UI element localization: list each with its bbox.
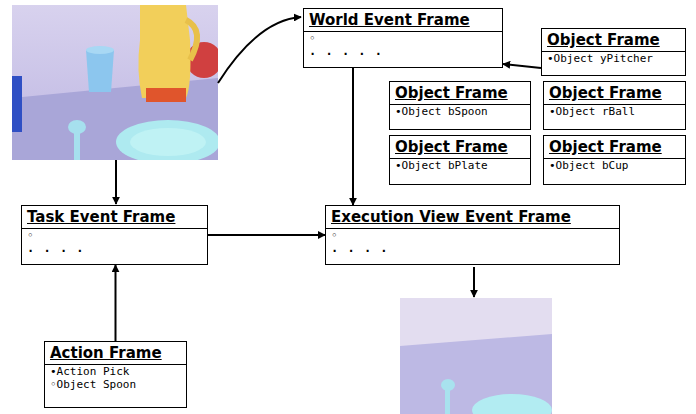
object-frame: Object Frame•Object bCup xyxy=(543,135,686,185)
object-frame: Object Frame•Object bPlate xyxy=(389,135,531,185)
scene-photo xyxy=(12,5,218,160)
frame-heading: Object Frame xyxy=(390,136,530,159)
frame-slot: ◦ xyxy=(304,32,502,45)
frame-arrow xyxy=(115,265,117,341)
frame-slot: •Object rBall xyxy=(544,105,685,118)
frame-slot: ◦ xyxy=(326,229,619,242)
frame-heading: Object Frame xyxy=(390,82,530,105)
frame-slot: •Object bCup xyxy=(544,159,685,172)
execution-view-photo xyxy=(400,298,552,414)
feed-arrow xyxy=(218,17,301,83)
frame-heading: Object Frame xyxy=(544,82,685,105)
event-frame: Task Event Frame◦. . . . xyxy=(21,205,208,265)
event-frame: World Event Frame◦. . . . . xyxy=(303,8,503,68)
object-frame: Object Frame•Object yPitcher xyxy=(541,28,686,76)
object-frame: Object Frame•Object bSpoon xyxy=(389,81,531,130)
frame-slot: . . . . . xyxy=(304,45,502,58)
action-frame: Action Frame•Action Pick◦Object Spoon xyxy=(44,341,187,408)
frame-arrow xyxy=(208,234,325,236)
frame-arrow xyxy=(503,64,541,68)
frame-heading: Task Event Frame xyxy=(22,206,207,229)
frame-slot: . . . . xyxy=(326,242,619,255)
output-arrow xyxy=(473,267,475,297)
frame-heading: Execution View Event Frame xyxy=(326,206,619,229)
frame-heading: Object Frame xyxy=(544,136,685,159)
frame-slot: ◦Object Spoon xyxy=(45,378,186,391)
frame-heading: Action Frame xyxy=(45,342,186,365)
frame-heading: Object Frame xyxy=(542,29,685,52)
frame-heading: World Event Frame xyxy=(304,9,502,32)
frame-arrow xyxy=(352,68,354,205)
frame-slot: ◦ xyxy=(22,229,207,242)
frame-slot: . . . . xyxy=(22,242,207,255)
feed-arrow xyxy=(115,160,117,204)
frame-slot: •Object bSpoon xyxy=(390,105,530,118)
frame-slot: •Object bPlate xyxy=(390,159,530,172)
frame-slot: •Object yPitcher xyxy=(542,52,685,65)
frame-slot: •Action Pick xyxy=(45,365,186,378)
object-frame: Object Frame•Object rBall xyxy=(543,81,686,130)
event-frame: Execution View Event Frame◦. . . . xyxy=(325,205,620,265)
